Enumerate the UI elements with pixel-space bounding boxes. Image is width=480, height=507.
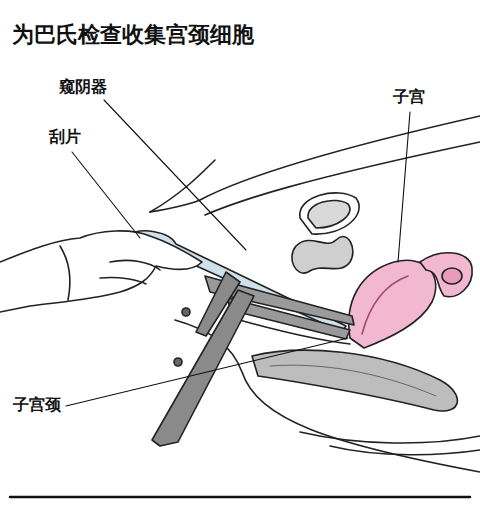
glove-fingers xyxy=(60,246,160,300)
intestine xyxy=(292,237,353,274)
rule xyxy=(10,496,470,499)
uterus xyxy=(349,260,436,348)
rectum xyxy=(252,350,457,411)
gloved-hand xyxy=(0,231,202,312)
part-label: 子宫颈 xyxy=(12,396,62,414)
thigh-outline xyxy=(150,160,215,212)
part-label: 窥阴器 xyxy=(58,78,108,96)
leader-line xyxy=(66,338,348,406)
speculum-screw xyxy=(174,358,182,366)
speculum-screw xyxy=(182,308,190,316)
sacrum-inner xyxy=(330,446,480,455)
leader-line xyxy=(104,100,246,250)
part-label: 子宫 xyxy=(392,88,426,106)
leader-line xyxy=(72,152,140,238)
uterine-cavity xyxy=(362,276,408,334)
speculum-handle xyxy=(152,290,254,446)
sacrum xyxy=(300,432,480,443)
bladder xyxy=(300,193,359,234)
part-label: 刮片 xyxy=(48,128,82,146)
title: 为巴氏检查收集宫颈细胞 xyxy=(12,22,254,47)
leader-line xyxy=(398,112,410,262)
ovary xyxy=(442,268,462,284)
fallopian-tube xyxy=(420,253,472,297)
bladder-inner xyxy=(308,200,350,228)
rectum-texture xyxy=(270,365,436,396)
